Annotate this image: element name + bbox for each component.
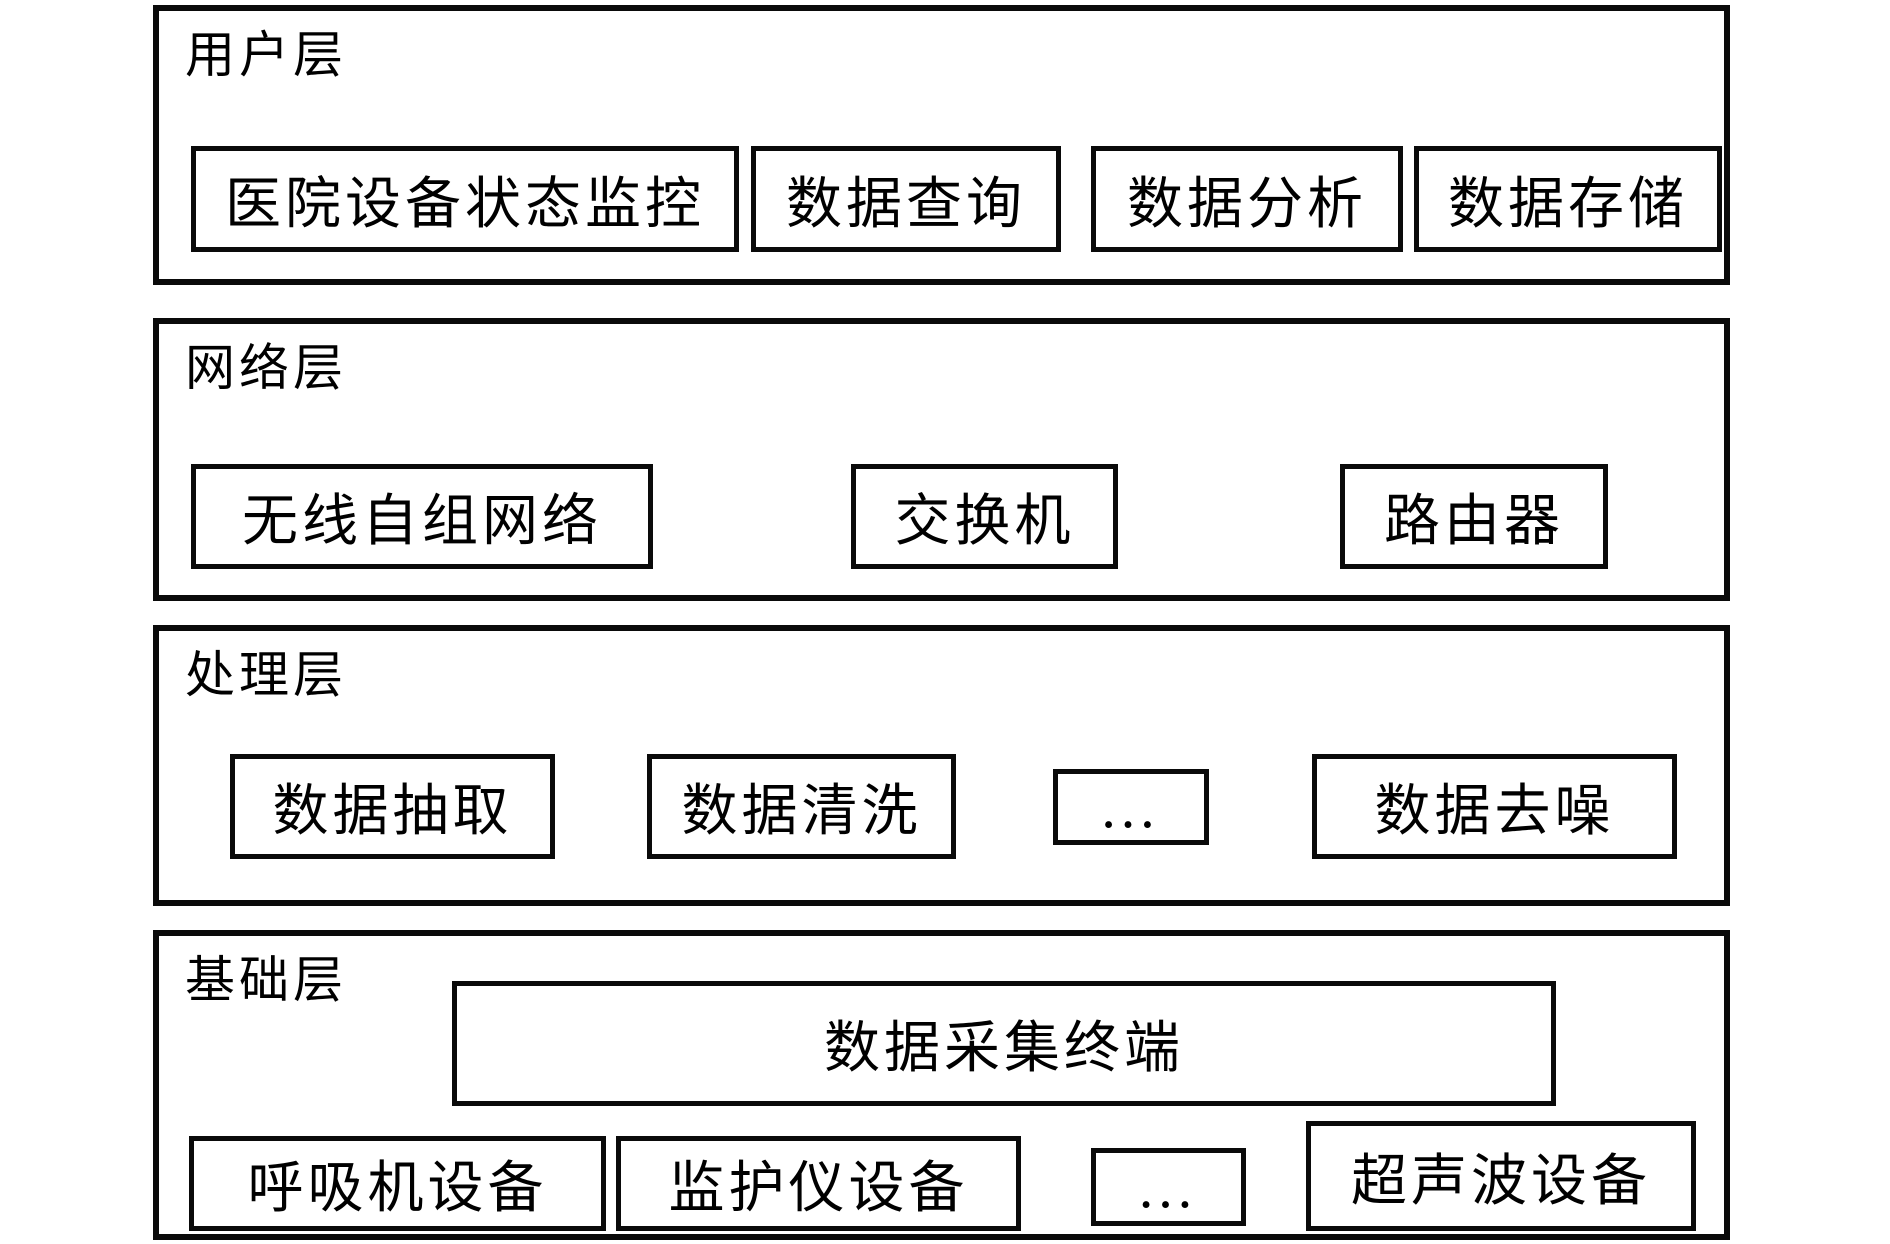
layer-processing-title: 处理层 — [185, 647, 347, 703]
box-patient-monitor-device: 监护仪设备 — [616, 1136, 1021, 1231]
box-label: 数据查询 — [786, 173, 1026, 236]
box-ultrasound-device: 超声波设备 — [1306, 1121, 1696, 1231]
box-label: 数据采集终端 — [824, 1018, 1184, 1080]
box-label: 交换机 — [894, 491, 1075, 553]
box-data-cleaning: 数据清洗 — [647, 754, 956, 859]
box-wireless-adhoc-network: 无线自组网络 — [191, 464, 653, 569]
box-data-analysis: 数据分析 — [1091, 146, 1403, 252]
layer-processing: 处理层 数据抽取 数据清洗 … 数据去噪 — [153, 625, 1730, 906]
box-ventilator-device: 呼吸机设备 — [189, 1136, 606, 1231]
box-label: 数据存储 — [1448, 173, 1688, 236]
box-label: 数据分析 — [1127, 173, 1367, 236]
layer-user: 用户层 医院设备状态监控 数据查询 数据分析 数据存储 — [153, 5, 1730, 285]
box-data-query: 数据查询 — [751, 146, 1061, 252]
layer-network-title: 网络层 — [185, 340, 347, 396]
box-label: 呼吸机设备 — [247, 1158, 548, 1220]
box-label: 监护仪设备 — [668, 1158, 969, 1220]
box-ellipsis-processing: … — [1053, 769, 1209, 845]
box-ellipsis-devices: … — [1091, 1148, 1246, 1226]
box-hospital-device-status-monitoring: 医院设备状态监控 — [191, 146, 739, 252]
box-label: 无线自组网络 — [242, 491, 602, 553]
box-data-denoising: 数据去噪 — [1312, 754, 1677, 859]
ellipsis-label: … — [1099, 774, 1163, 840]
box-data-extraction: 数据抽取 — [230, 754, 555, 859]
box-label: 路由器 — [1384, 491, 1564, 553]
ellipsis-label: … — [1136, 1154, 1201, 1220]
box-router: 路由器 — [1340, 464, 1608, 569]
box-label: 数据清洗 — [681, 781, 922, 843]
layer-network: 网络层 无线自组网络 交换机 路由器 — [153, 318, 1730, 601]
box-label: 数据去噪 — [1374, 781, 1615, 843]
box-label: 数据抽取 — [272, 781, 513, 843]
box-label: 超声波设备 — [1351, 1150, 1651, 1213]
layer-user-title: 用户层 — [185, 27, 347, 83]
layer-foundation-title: 基础层 — [185, 952, 347, 1008]
layer-foundation: 基础层 数据采集终端 呼吸机设备 监护仪设备 … 超声波设备 — [153, 930, 1730, 1240]
box-data-collection-terminal: 数据采集终端 — [452, 981, 1556, 1106]
box-label: 医院设备状态监控 — [225, 173, 705, 236]
box-data-storage: 数据存储 — [1414, 146, 1722, 252]
box-switch: 交换机 — [851, 464, 1118, 569]
